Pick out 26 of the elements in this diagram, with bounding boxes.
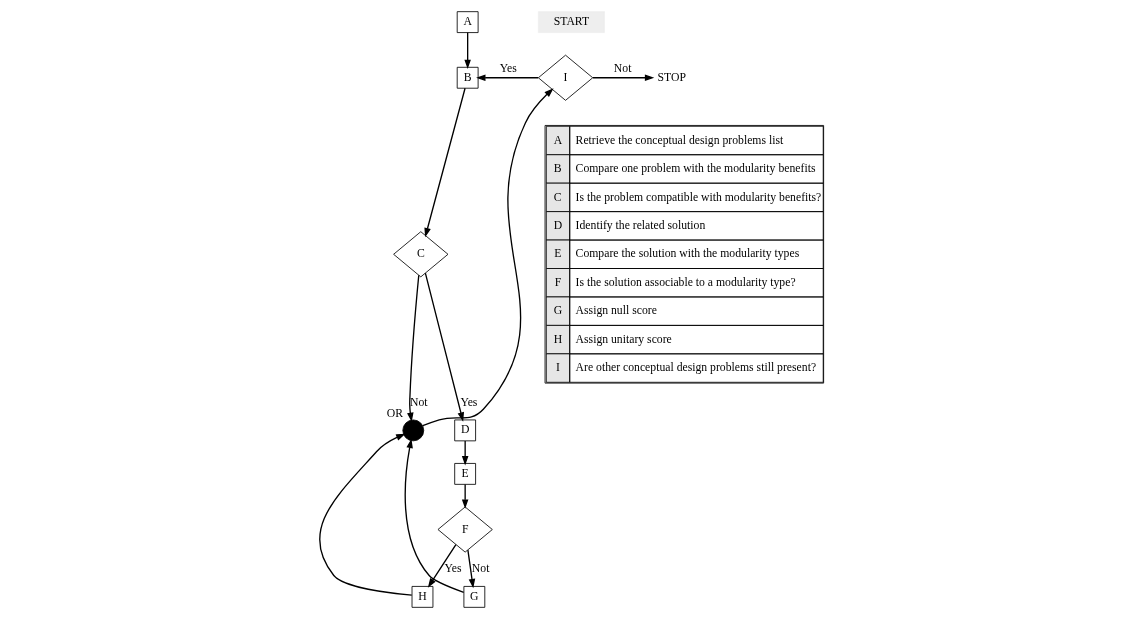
label: G xyxy=(553,304,562,318)
edge-label: Yes xyxy=(459,395,477,409)
label: Compare one problem with the modularity benefits xyxy=(575,162,815,176)
edge-label: Yes xyxy=(444,562,462,576)
label: Assign unitary score xyxy=(575,332,672,346)
label: Identify the related solution xyxy=(575,218,705,232)
label: Is the problem compatible with modularity benefits? xyxy=(575,190,821,204)
edge-label: Yes xyxy=(499,62,517,76)
edge-label: Not xyxy=(409,395,427,409)
label: Are other conceptual design problems still present? xyxy=(575,361,816,375)
label: Retrieve the conceptual design problems list xyxy=(575,133,783,147)
label: I xyxy=(555,361,560,375)
node-label: OR xyxy=(386,406,403,420)
edge-label: Not xyxy=(471,562,489,576)
label: D xyxy=(553,218,562,232)
label: E xyxy=(553,247,561,261)
label: C xyxy=(553,190,562,204)
label: Assign null score xyxy=(575,304,657,318)
label: Is the solution associable to a modularity type? xyxy=(575,275,796,289)
label: Compare the solution with the modularity types xyxy=(575,247,799,261)
label: F xyxy=(554,275,561,289)
node-text: STOP xyxy=(657,70,686,84)
edge-label: Not xyxy=(613,62,631,76)
label: H xyxy=(553,332,562,346)
label: B xyxy=(553,162,562,176)
label: A xyxy=(553,133,562,147)
